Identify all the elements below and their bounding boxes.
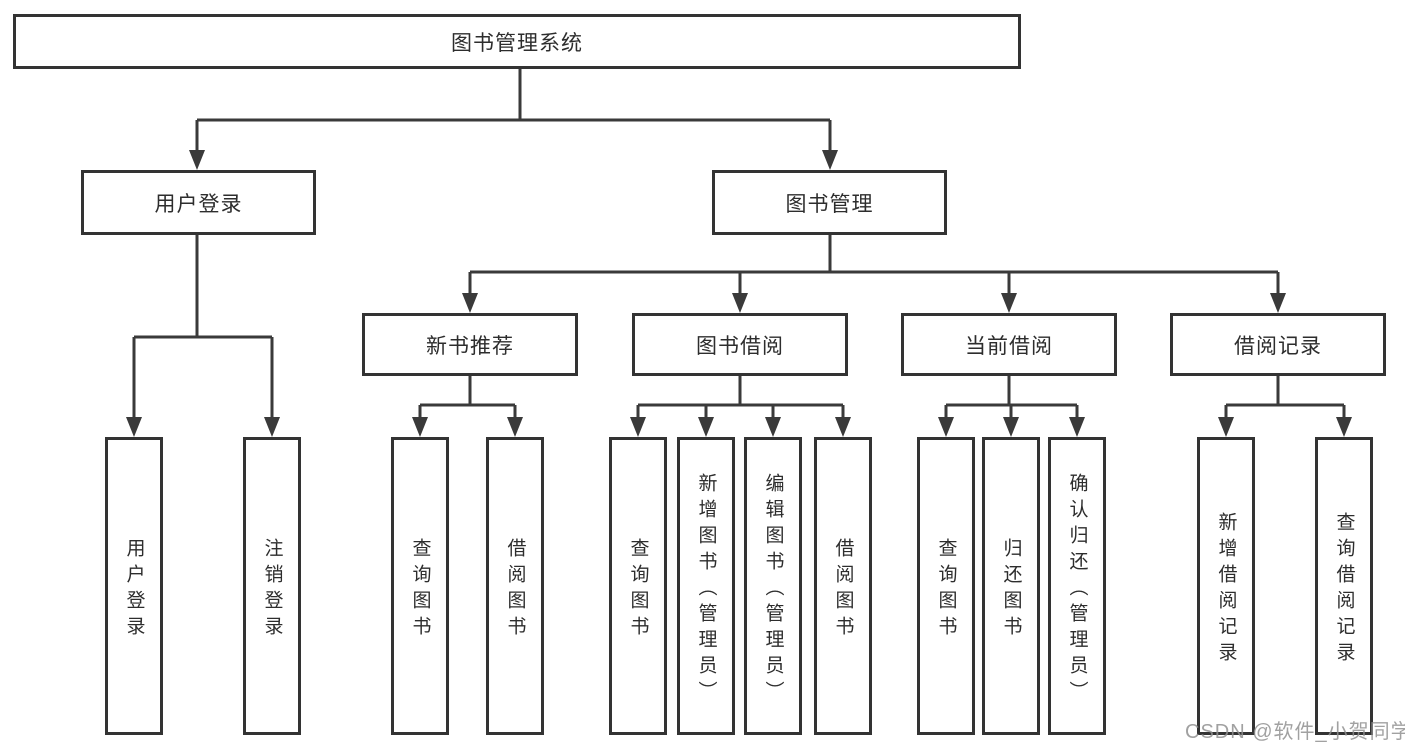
csdn-watermark: CSDN @软件_小贺同学 — [1185, 721, 1405, 743]
leaf-user-login: 用户登录 — [105, 437, 163, 735]
node-borrow-record: 借阅记录 — [1170, 313, 1386, 376]
node-book-borrow: 图书借阅 — [632, 313, 848, 376]
node-user-login: 用户登录 — [81, 170, 316, 235]
node-root-system: 图书管理系统 — [13, 14, 1021, 69]
leaf-borrow-book-2: 借阅图书 — [814, 437, 872, 735]
leaf-edit-book-admin: 编辑图书（管理员） — [744, 437, 802, 735]
node-new-book-recommend: 新书推荐 — [362, 313, 578, 376]
node-current-borrow: 当前借阅 — [901, 313, 1117, 376]
leaf-query-book-3: 查询图书 — [917, 437, 975, 735]
leaf-logout: 注销登录 — [243, 437, 301, 735]
leaf-borrow-book-1: 借阅图书 — [486, 437, 544, 735]
leaf-query-book-2: 查询图书 — [609, 437, 667, 735]
leaf-query-borrow-record: 查询借阅记录 — [1315, 437, 1373, 735]
node-book-management: 图书管理 — [712, 170, 947, 235]
leaf-return-book: 归还图书 — [982, 437, 1040, 735]
leaf-confirm-return-admin: 确认归还（管理员） — [1048, 437, 1106, 735]
leaf-query-book-1: 查询图书 — [391, 437, 449, 735]
leaf-add-book-admin: 新增图书（管理员） — [677, 437, 735, 735]
leaf-add-borrow-record: 新增借阅记录 — [1197, 437, 1255, 735]
